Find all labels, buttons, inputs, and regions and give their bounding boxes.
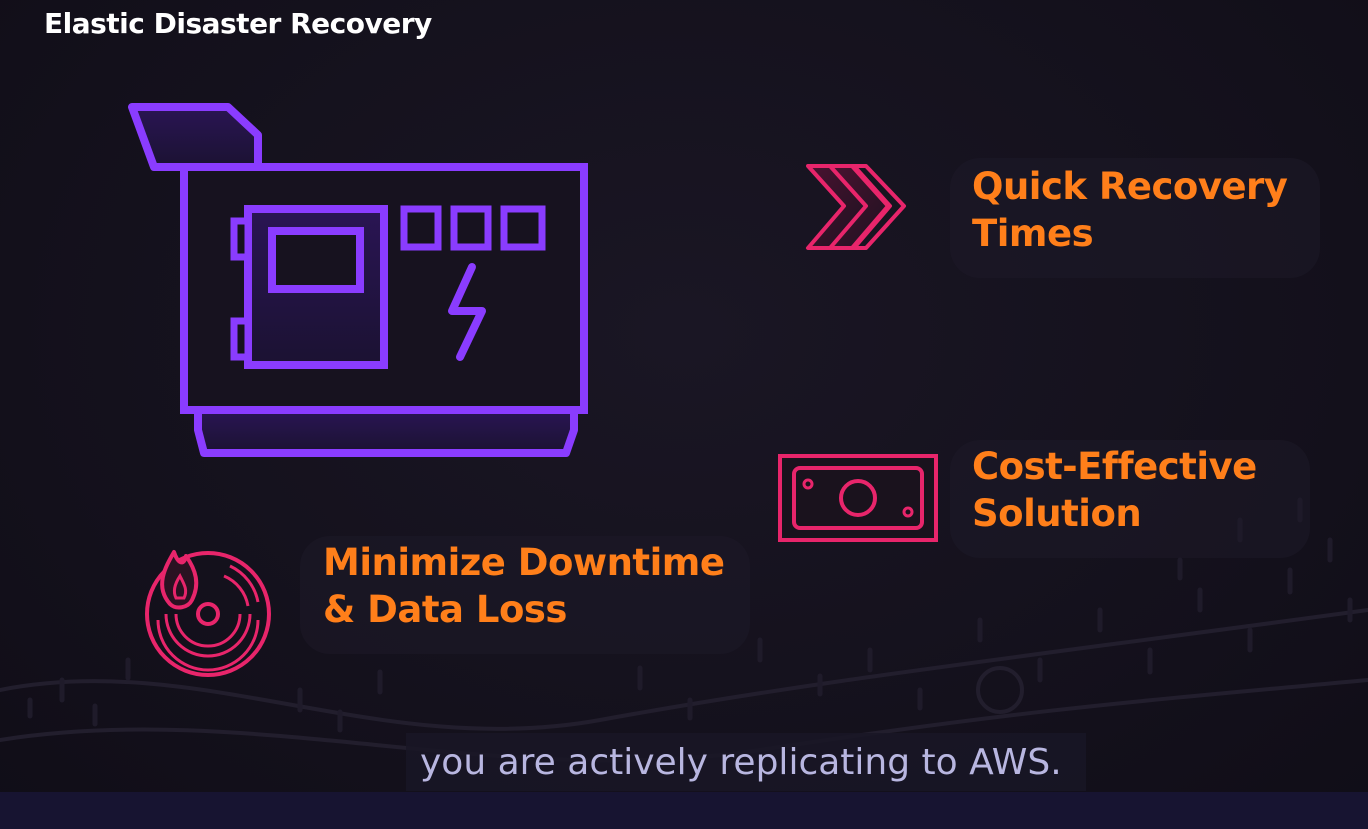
feature-highlight xyxy=(950,158,1320,278)
feature-cost-effective: Cost-Effective Solution xyxy=(972,443,1257,537)
feature-highlight xyxy=(300,536,750,654)
banknote-icon xyxy=(778,454,938,542)
slide-title: Elastic Disaster Recovery xyxy=(44,7,432,40)
caption-background xyxy=(406,733,1086,791)
feature-cost-effective-line1: Cost-Effective xyxy=(972,445,1257,488)
feature-quick-recovery-line2: Times xyxy=(972,212,1094,255)
feature-cost-effective-line2: Solution xyxy=(972,492,1142,535)
feature-minimize-downtime: Minimize Downtime & Data Loss xyxy=(323,539,725,633)
subtitle-caption: you are actively replicating to AWS. xyxy=(420,742,1062,783)
feature-minimize-downtime-line2: & Data Loss xyxy=(323,588,567,631)
feature-minimize-downtime-line1: Minimize Downtime xyxy=(323,541,725,584)
feature-quick-recovery-line1: Quick Recovery xyxy=(972,165,1288,208)
feature-highlight xyxy=(950,440,1310,558)
burning-disk-icon xyxy=(145,550,271,677)
player-bottom-bar xyxy=(0,792,1368,829)
feature-quick-recovery: Quick Recovery Times xyxy=(972,163,1288,257)
fast-forward-chevrons-icon xyxy=(806,164,906,250)
generator-icon xyxy=(128,103,588,457)
